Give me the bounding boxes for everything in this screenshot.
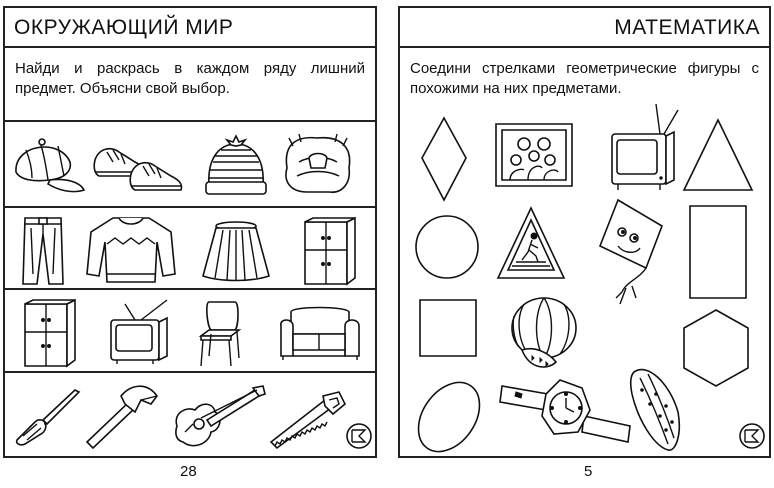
hexagon-shape [682, 308, 750, 388]
right-page-number: 5 [584, 463, 593, 480]
row-divider [5, 288, 375, 290]
left-page-title: ОКРУЖАЮЩИЙ МИР [14, 16, 234, 39]
cabinet-icon [21, 298, 77, 368]
tv-icon [608, 102, 678, 194]
right-page-instruction: Соедини стрелками геометрические фигуры … [410, 60, 759, 97]
row-divider [5, 120, 375, 122]
kite-icon [596, 198, 666, 310]
right-page: МАТЕМАТИКА Соедини стрелками геометричес… [398, 6, 771, 458]
cabinet-icon [301, 216, 357, 286]
tv-icon [107, 298, 171, 368]
axe-icon [81, 382, 161, 450]
cucumber-icon [626, 364, 684, 454]
left-page-instruction: Найди и раскрась в каждом ряду лишний пр… [15, 60, 365, 97]
family-portrait-icon [494, 122, 574, 188]
sneakers-icon [91, 140, 187, 196]
trousers-icon [21, 214, 65, 286]
left-page-header: ОКРУЖАЮЩИЙ МИР [5, 8, 375, 48]
triangle-shape [682, 118, 754, 192]
road-sign-icon [496, 206, 566, 280]
chair-icon [197, 298, 243, 368]
sweater-icon [85, 214, 177, 286]
rhombus-shape [420, 116, 468, 202]
saw-icon [267, 390, 347, 450]
guitar-icon [171, 384, 267, 450]
oval-shape [416, 376, 482, 458]
left-page-number: 28 [180, 463, 197, 480]
sofa-icon [277, 304, 361, 362]
skirt-icon [201, 220, 271, 282]
right-page-header: МАТЕМАТИКА [400, 8, 769, 48]
circle-shape [414, 214, 480, 280]
left-page: ОКРУЖАЮЩИЙ МИР Найди и раскрась в каждом… [3, 6, 377, 458]
square-shape [418, 298, 478, 358]
row-divider [5, 206, 375, 208]
cap-icon [10, 132, 88, 196]
bookmark-flag-icon[interactable] [738, 422, 766, 450]
fur-hat-icon [279, 132, 357, 198]
bookmark-flag-icon[interactable] [345, 422, 373, 450]
right-page-title: МАТЕМАТИКА [614, 16, 760, 39]
wristwatch-icon [498, 370, 634, 452]
knit-hat-icon [201, 132, 271, 198]
screwdriver-icon [13, 384, 83, 446]
rectangle-shape [688, 204, 748, 300]
watermelon-icon [504, 292, 588, 372]
row-divider [5, 371, 375, 373]
